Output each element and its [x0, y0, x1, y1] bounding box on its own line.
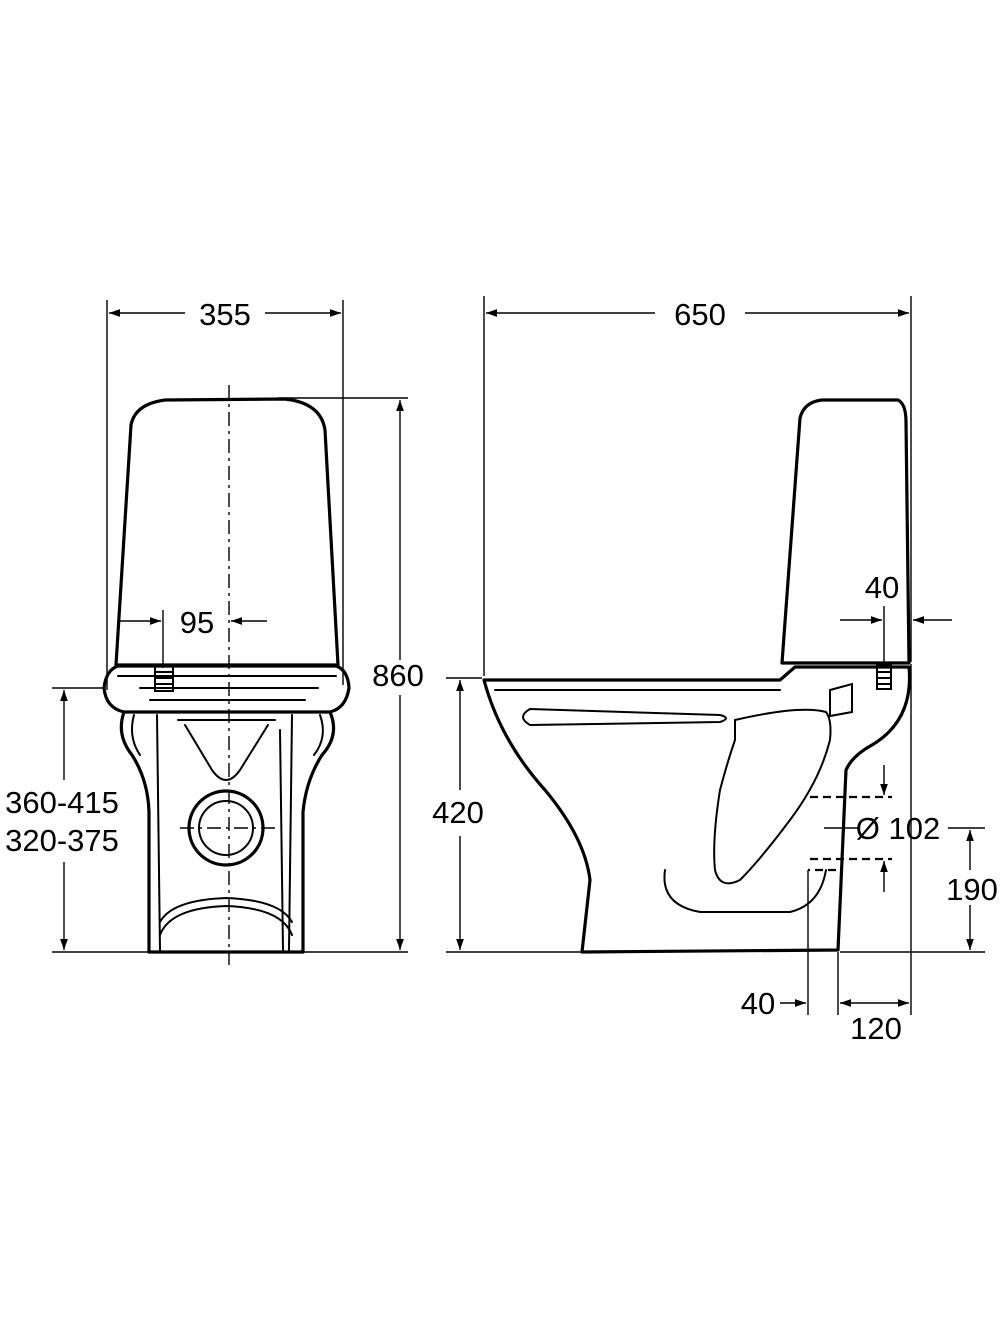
side-outlet-height-label: 190	[946, 872, 998, 907]
front-bowl-right	[301, 710, 336, 954]
side-trapway	[713, 708, 832, 885]
front-inlet-offset-label: 95	[180, 605, 214, 640]
side-seat-height-label: 420	[432, 795, 484, 830]
front-seat-height-label-a: 360-415	[5, 785, 119, 820]
side-outlet-diameter-label: Ø 102	[856, 811, 940, 846]
front-seat-height-label-b: 320-375	[5, 823, 119, 858]
front-width-label: 355	[199, 297, 251, 332]
front-inlet-fitting	[154, 664, 174, 692]
side-dimensions: 650 40 420 Ø 102 190 40 120	[432, 296, 998, 1046]
side-wall-distance-label: 120	[850, 1011, 902, 1046]
front-rim-outline	[102, 664, 351, 714]
front-cistern-outline	[114, 397, 340, 667]
side-cistern-outline	[780, 398, 911, 665]
side-seat-slot	[522, 707, 727, 727]
side-view	[482, 398, 912, 954]
side-inlet-back-label: 40	[865, 570, 899, 605]
side-bowl-outline	[482, 665, 912, 954]
front-dimensions: 355 95 860 360-415 320-375	[5, 297, 424, 953]
front-total-height-label: 860	[372, 658, 424, 693]
side-outlet-wall-label: 40	[741, 986, 775, 1021]
front-view	[102, 385, 351, 965]
front-bowl-left	[119, 710, 151, 954]
side-depth-label: 650	[674, 297, 726, 332]
